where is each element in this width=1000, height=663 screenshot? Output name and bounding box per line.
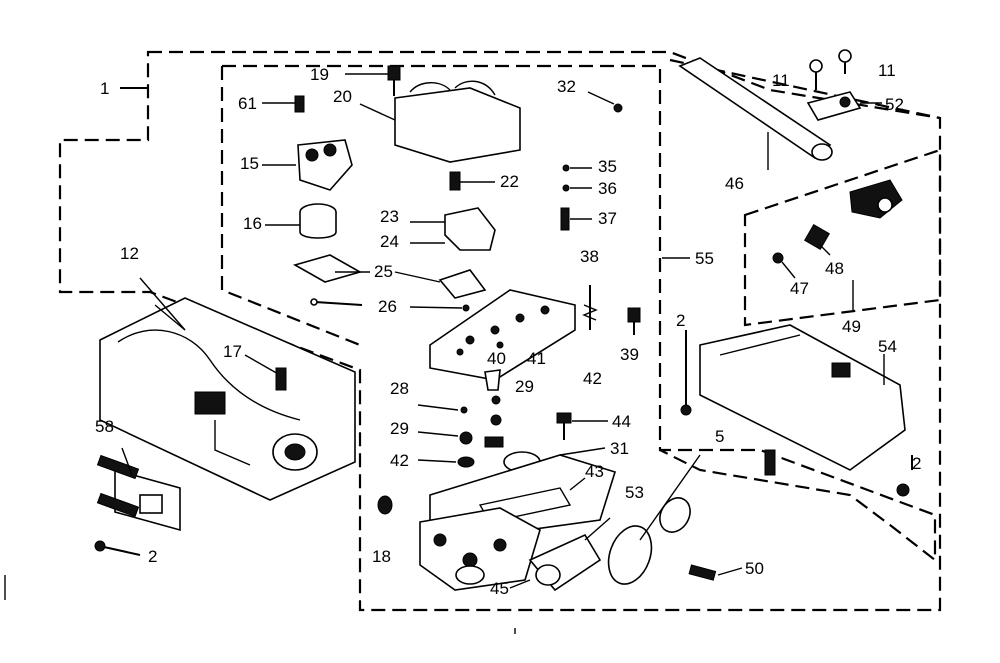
part-25-plate xyxy=(292,254,487,299)
part-22-bolt xyxy=(449,171,495,191)
callout-52: 52 xyxy=(885,95,904,114)
part-39-screw xyxy=(627,307,641,335)
callout-58: 58 xyxy=(95,417,114,436)
callout-19: 19 xyxy=(310,65,329,84)
part-47-screw xyxy=(772,252,796,279)
part-burner-right xyxy=(849,179,903,219)
part-11-screws xyxy=(809,49,852,90)
callout-2: 2 xyxy=(676,311,686,330)
part-16-cap xyxy=(265,203,337,239)
callout-12: 12 xyxy=(120,244,139,263)
callout-22: 22 xyxy=(500,172,519,191)
part-45-53-regulator xyxy=(509,454,701,592)
callout-31: 31 xyxy=(610,439,629,458)
leader-17 xyxy=(244,354,281,376)
part-35-36-37-fasteners xyxy=(560,164,592,231)
callout-46: 46 xyxy=(725,174,744,193)
callout-23: 23 xyxy=(380,207,399,226)
callout-43: 43 xyxy=(585,462,604,481)
part-23-24-clamp xyxy=(410,207,496,251)
callout-26: 26 xyxy=(378,297,397,316)
part-20-cover xyxy=(359,80,521,163)
callout-42: 42 xyxy=(390,451,409,470)
callout-35: 35 xyxy=(598,157,617,176)
callout-25: 25 xyxy=(374,262,393,281)
callout-50: 50 xyxy=(745,559,764,578)
part-15-switch xyxy=(262,139,353,191)
callout-41: 41 xyxy=(527,349,546,368)
leader-58 xyxy=(121,447,133,476)
part-26-pin xyxy=(310,298,470,312)
callout-11: 11 xyxy=(878,61,896,80)
callout-53: 53 xyxy=(625,483,644,502)
callout-54: 54 xyxy=(878,337,897,356)
callout-55: 55 xyxy=(695,249,714,268)
part-52-bracket xyxy=(806,91,882,121)
callout-18: 18 xyxy=(372,547,391,566)
callout-28: 28 xyxy=(390,379,409,398)
callout-32: 32 xyxy=(557,77,576,96)
outer-boundary xyxy=(58,50,942,612)
callout-2: 2 xyxy=(148,547,158,566)
part-19-screw xyxy=(345,65,401,96)
leader-12 xyxy=(139,277,186,331)
callout-29: 29 xyxy=(515,377,534,396)
part-valve-body xyxy=(419,507,541,591)
callout-48: 48 xyxy=(825,259,844,278)
part-40-41-spring-stack xyxy=(484,369,504,448)
callout-61: 61 xyxy=(238,94,257,113)
part-32-screw xyxy=(587,91,623,113)
callout-15: 15 xyxy=(240,154,259,173)
callout-5: 5 xyxy=(715,427,725,446)
part-58-bracket xyxy=(94,454,181,556)
part-29-42-seals xyxy=(417,404,475,468)
part-18-plug xyxy=(377,495,393,515)
part-44-bolt xyxy=(556,412,608,440)
callout-42: 42 xyxy=(583,369,602,388)
callout-29: 29 xyxy=(390,419,409,438)
callout-39: 39 xyxy=(620,345,639,364)
part-38-spring xyxy=(582,285,598,330)
part-46-tube xyxy=(678,57,833,170)
callout-16: 16 xyxy=(243,214,262,233)
callout-37: 37 xyxy=(598,209,617,228)
inner-left-boundary xyxy=(220,66,361,347)
callout-24: 24 xyxy=(380,232,399,251)
callout-40: 40 xyxy=(487,349,506,368)
part-50-fitting xyxy=(688,564,743,581)
callout-17: 17 xyxy=(223,342,242,361)
part-48-nozzle xyxy=(804,224,831,256)
inner-boundary xyxy=(222,64,937,563)
part-17-pin xyxy=(275,367,287,391)
callout-36: 36 xyxy=(598,179,617,198)
callout-2: 2 xyxy=(912,454,922,473)
part-2-screws-right xyxy=(680,330,913,497)
callout-11: 11 xyxy=(772,71,790,90)
callout-38: 38 xyxy=(580,247,599,266)
callout-47: 47 xyxy=(790,279,809,298)
part-61-screw xyxy=(262,95,305,113)
part-12-housing xyxy=(99,297,356,501)
part-54-manifold xyxy=(699,324,906,471)
callout-1: 1 xyxy=(100,79,110,98)
part-5-bolt xyxy=(764,449,776,476)
callout-49: 49 xyxy=(842,317,861,336)
callout-44: 44 xyxy=(612,412,631,431)
right-sub-boundary xyxy=(743,148,942,327)
callout-45: 45 xyxy=(490,579,509,598)
callout-20: 20 xyxy=(333,87,352,106)
part-center-valve-plate xyxy=(429,289,576,381)
